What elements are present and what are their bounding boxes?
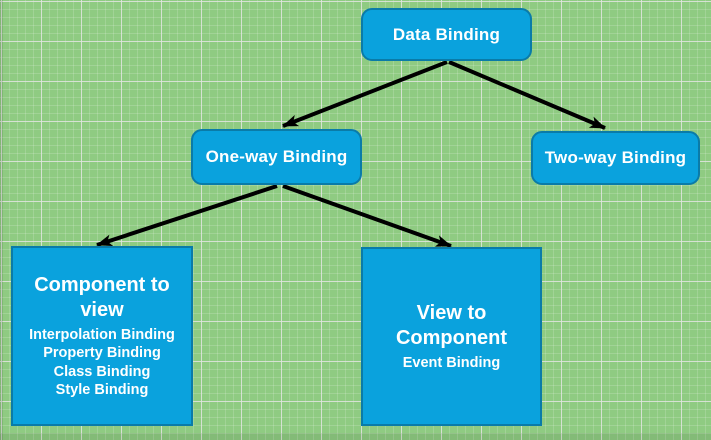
binding-type-item: Class Binding (53, 363, 151, 380)
node-two-way-binding[interactable]: Two-way Binding (531, 131, 700, 185)
binding-type-item: Style Binding (55, 381, 149, 398)
node-view-to-component[interactable]: View to Component Event Binding (361, 247, 542, 426)
node-two-way-binding-label: Two-way Binding (544, 148, 687, 167)
edge-oneway-componenttoview[interactable] (96, 184, 278, 247)
node-data-binding[interactable]: Data Binding (361, 8, 532, 61)
binding-type-item: Interpolation Binding (29, 326, 175, 343)
node-one-way-binding[interactable]: One-way Binding (191, 129, 362, 185)
node-view-to-component-title: View to Component (395, 301, 508, 349)
edge-oneway-viewtocomponent[interactable] (282, 184, 452, 248)
node-one-way-binding-label: One-way Binding (205, 147, 348, 166)
edge-databinding-twoway[interactable] (448, 60, 606, 130)
binding-type-item: Property Binding (43, 345, 161, 362)
page-edge-bottom (0, 433, 711, 440)
edge-databinding-oneway[interactable] (282, 60, 448, 128)
node-data-binding-label: Data Binding (392, 24, 501, 44)
node-component-to-view[interactable]: Component to view Interpolation Binding … (11, 246, 193, 426)
node-component-to-view-title: Component to view (34, 273, 170, 321)
page-edge-left (0, 0, 3, 440)
binding-type-item: Event Binding (402, 354, 501, 371)
